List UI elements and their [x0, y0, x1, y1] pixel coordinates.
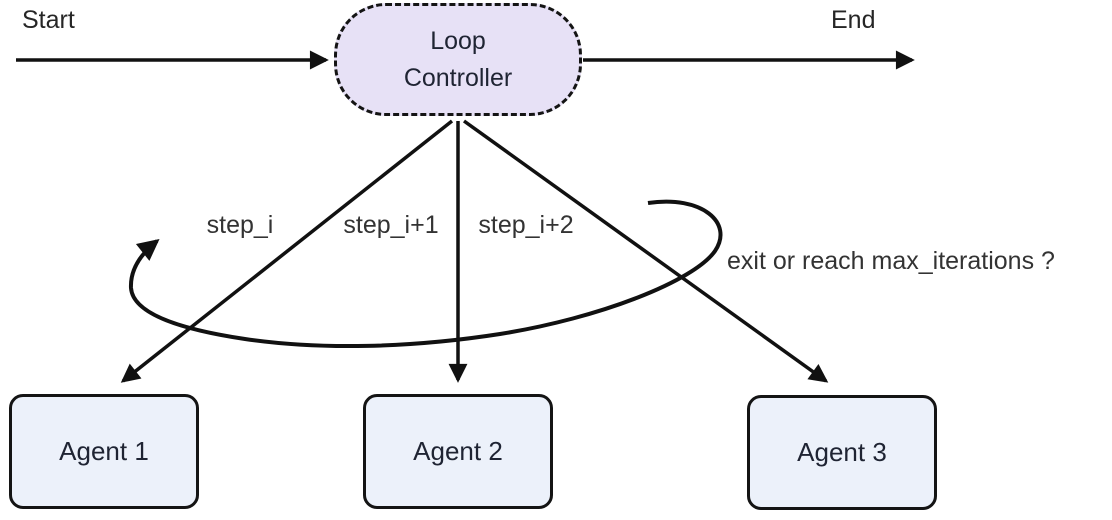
edge-controller-to-agent3 — [462, 119, 829, 383]
edge-loop-back-icon — [128, 199, 723, 349]
loop-controller-label-line1: Loop — [430, 26, 486, 55]
node-agent-1: Agent 1 — [9, 394, 199, 509]
edge-label-loop-condition: exit or reach max_iterations ? — [727, 247, 1055, 275]
agent-1-label: Agent 1 — [59, 436, 149, 466]
start-label: Start — [22, 6, 75, 34]
edge-controller-to-agent1 — [120, 119, 454, 383]
edge-label-step-i-plus-2: step_i+2 — [478, 211, 574, 239]
agent-2-label: Agent 2 — [413, 436, 503, 466]
edge-label-step-i-plus-1: step_i+1 — [343, 211, 439, 239]
loop-controller-label-line2: Controller — [403, 63, 513, 92]
agent-3-label: Agent 3 — [797, 437, 887, 467]
node-agent-3: Agent 3 — [747, 395, 937, 510]
end-label: End — [831, 6, 876, 34]
node-agent-2: Agent 2 — [363, 394, 553, 509]
edge-label-step-i: step_i — [206, 211, 274, 239]
node-loop-controller: Loop Controller — [334, 3, 582, 116]
